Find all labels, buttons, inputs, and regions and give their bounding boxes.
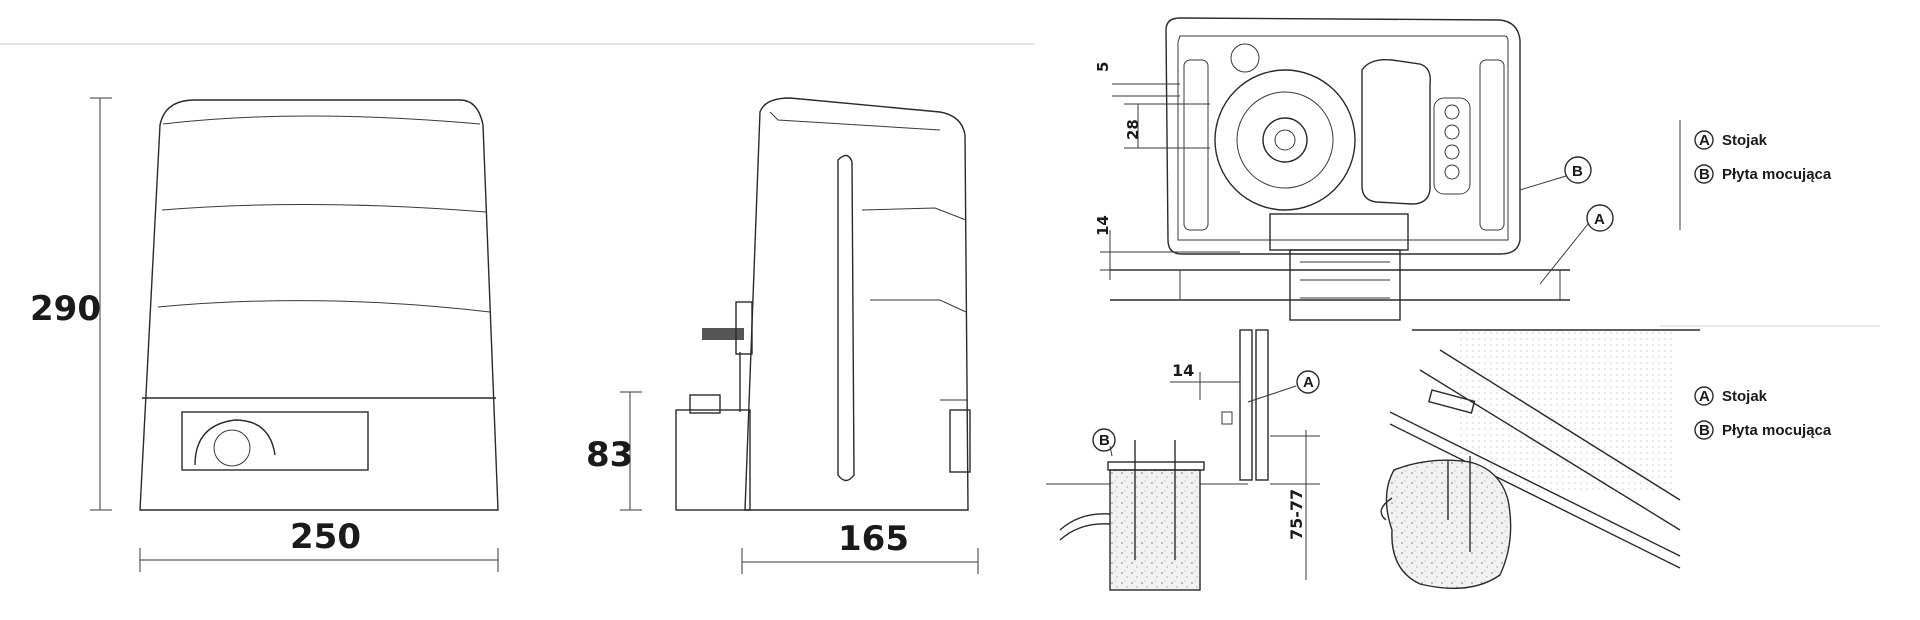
top-housing-inner	[1177, 35, 1509, 241]
concrete-block	[1109, 469, 1201, 591]
legend-top-b-letter: B	[1699, 166, 1710, 183]
side-cap	[689, 394, 721, 414]
top-view: 5 28 14 B A	[1094, 17, 1614, 321]
logo-arc	[194, 419, 276, 466]
pinion-block	[1269, 213, 1409, 251]
front-rib-1	[161, 203, 487, 213]
dim-28: 28	[1124, 119, 1142, 140]
post-a	[1239, 329, 1253, 481]
legend-bottom-a-letter: A	[1699, 388, 1710, 405]
side-bracket	[735, 301, 753, 355]
section-callout-b: B	[1099, 432, 1110, 449]
legend-top-a-text: Stojak	[1722, 132, 1768, 149]
front-nameplate	[181, 411, 369, 471]
side-rib-1	[861, 207, 967, 221]
dim-14-section: 14	[1172, 361, 1194, 380]
gate-infill	[1456, 330, 1676, 490]
side-release	[949, 409, 971, 473]
terminal-block	[1433, 97, 1471, 195]
motor-shaft	[1274, 129, 1296, 151]
motor-mid	[1236, 91, 1334, 189]
section-leader-b	[1109, 445, 1113, 457]
legend-bottom-b-text: Płyta mocująca	[1722, 422, 1832, 439]
leader-a	[1539, 223, 1589, 285]
dim-75-77: 75-77	[1287, 489, 1306, 540]
motor-hub	[1262, 117, 1308, 163]
dim-5: 5	[1094, 62, 1112, 72]
side-gearbox	[675, 409, 751, 511]
legend-bottom-b-letter: B	[1699, 422, 1710, 439]
gate-diagonal-1	[1439, 349, 1681, 501]
dim-165: 165	[838, 519, 909, 559]
section-leader-a	[1247, 385, 1297, 403]
section-view: 14 75-77 A B	[1046, 329, 1320, 591]
legend-top: A Stojak B Płyta mocująca	[1679, 120, 1832, 230]
front-top-line	[162, 115, 481, 125]
side-housing	[744, 97, 969, 511]
pinion-gear	[1289, 249, 1401, 321]
side-groove	[837, 154, 855, 482]
dim-83: 83	[586, 435, 633, 475]
dim-14-top: 14	[1094, 215, 1112, 236]
gate-diagonal-2	[1419, 369, 1681, 531]
logo-circle	[213, 429, 251, 467]
mount-plate	[1107, 461, 1205, 471]
section-callout-a: A	[1303, 374, 1314, 391]
top-housing-outer	[1165, 17, 1521, 255]
side-view: 83 165	[586, 97, 979, 574]
callout-a	[1586, 204, 1614, 232]
motor-stub	[1428, 389, 1476, 414]
top-slot-right	[1479, 59, 1505, 231]
legend-bottom: A Stojak B Płyta mocująca	[1694, 386, 1832, 440]
legend-top-b-text: Płyta mocująca	[1722, 166, 1832, 183]
front-rib-2	[157, 300, 491, 313]
legend-bottom-a-text: Stojak	[1722, 388, 1768, 405]
leader-b	[1519, 175, 1567, 191]
side-rib-2	[870, 299, 967, 313]
dim-250: 250	[290, 517, 361, 557]
perspective-view	[1380, 329, 1700, 590]
front-view: 290 250	[30, 97, 499, 572]
front-housing	[139, 99, 499, 511]
side-bolt	[702, 328, 744, 340]
legend-top-a-letter: A	[1699, 132, 1710, 149]
top-gear-small	[1230, 43, 1260, 73]
callout-b	[1564, 156, 1592, 184]
motor-outer	[1214, 69, 1356, 211]
control-box	[1361, 59, 1431, 205]
side-top-edge	[769, 111, 941, 131]
cable-conduit	[1059, 513, 1111, 531]
top-slot-left	[1183, 59, 1209, 231]
callout-b-letter: B	[1572, 163, 1583, 180]
rack-perspective	[1389, 411, 1681, 557]
callout-a-letter: A	[1594, 211, 1605, 228]
dim-290: 290	[30, 289, 101, 329]
